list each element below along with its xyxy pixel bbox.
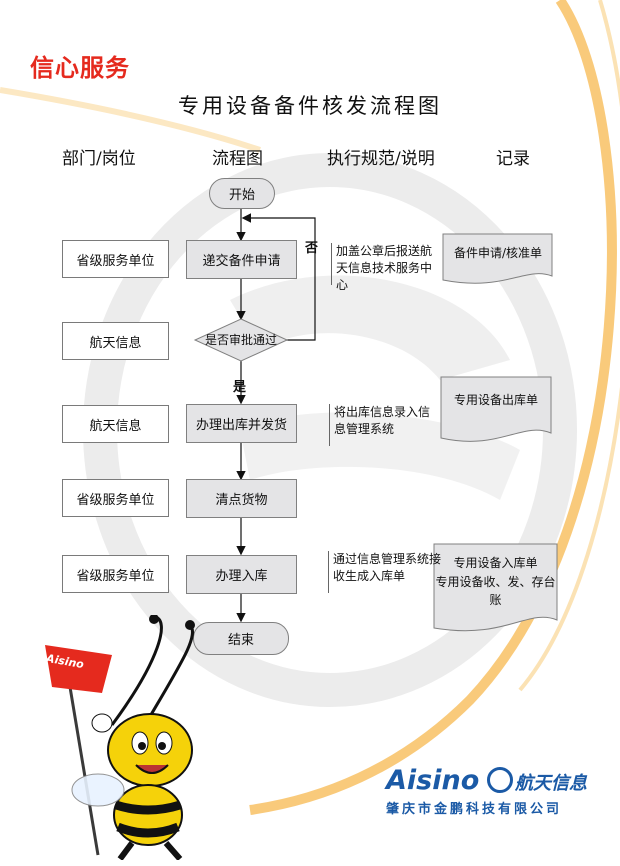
column-header-flowchart: 流程图 bbox=[212, 149, 263, 169]
record-doc-shape bbox=[433, 543, 558, 632]
record-application-form: 备件申请/核准单 bbox=[453, 246, 543, 260]
department-box: 省级服务单位 bbox=[62, 555, 169, 593]
record-inbound-slip: 专用设备入库单 bbox=[453, 556, 538, 570]
record-outbound-slip: 专用设备出库单 bbox=[453, 393, 538, 407]
record-ledger: 专用设备收、发、存台账 bbox=[435, 575, 556, 607]
company-name: 肇庆市金鹏科技有限公司 bbox=[386, 802, 563, 817]
spec-note: 加盖公章后报送航天信息技术服务中心 bbox=[331, 243, 440, 292]
department-box: 航天信息 bbox=[62, 322, 169, 360]
branch-yes-label: 是 bbox=[233, 380, 247, 395]
spec-note: 通过信息管理系统接收生成入库单 bbox=[328, 551, 443, 593]
department-box: 省级服务单位 bbox=[62, 240, 169, 278]
column-header-record: 记录 bbox=[496, 149, 530, 169]
record-doc-shape bbox=[440, 376, 552, 442]
record-doc-shape bbox=[442, 233, 553, 284]
branch-no-label: 否 bbox=[305, 241, 319, 256]
bee-mascot bbox=[45, 615, 195, 860]
step-issue-and-ship: 办理出库并发货 bbox=[186, 404, 297, 443]
department-box: 航天信息 bbox=[62, 405, 169, 443]
end-node: 结束 bbox=[193, 622, 289, 655]
decision-diamond bbox=[193, 318, 289, 362]
column-header-spec: 执行规范/说明 bbox=[327, 149, 435, 169]
department-box: 省级服务单位 bbox=[62, 479, 169, 517]
start-node: 开始 bbox=[209, 178, 275, 209]
step-submit-request: 递交备件申请 bbox=[186, 240, 297, 279]
column-header-department: 部门/岗位 bbox=[62, 149, 136, 169]
step-check-goods: 清点货物 bbox=[186, 479, 297, 518]
aisino-logo-chinese: 航天信息 bbox=[515, 773, 587, 794]
aisino-logo: Aisino bbox=[386, 765, 480, 796]
step-warehousing: 办理入库 bbox=[186, 555, 297, 594]
page-title: 专用设备备件核发流程图 bbox=[178, 94, 442, 118]
logo-emblem-icon bbox=[487, 767, 513, 793]
brand-slogan: 信心服务 bbox=[30, 54, 130, 82]
step-approval-decision: 是否审批通过 bbox=[204, 333, 277, 347]
spec-note: 将出库信息录入信息管理系统 bbox=[329, 404, 438, 446]
